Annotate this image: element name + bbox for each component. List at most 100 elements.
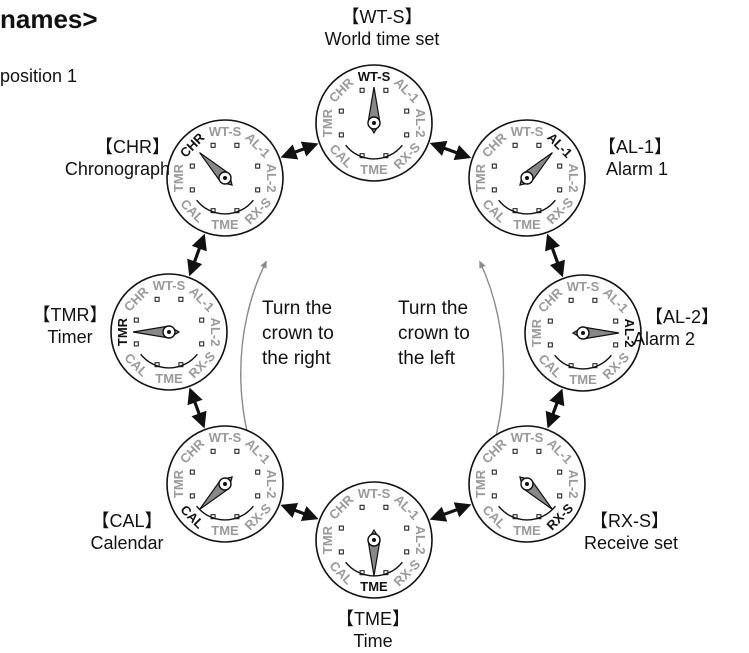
turn-left-line-3: the left bbox=[398, 348, 456, 369]
dial-code-tmr: TMR bbox=[171, 469, 186, 498]
dial-code-tme: TME bbox=[360, 579, 388, 594]
mode-code: 【WT-S】 bbox=[341, 7, 423, 27]
dial-marker bbox=[133, 341, 139, 347]
dial-marker bbox=[512, 142, 518, 148]
crown-position-note: position 1 bbox=[0, 66, 78, 86]
dial-hub-dot bbox=[525, 482, 529, 486]
dial-marker bbox=[189, 469, 195, 475]
dial-code-tme: TME bbox=[211, 523, 239, 538]
dial-marker bbox=[255, 469, 261, 475]
cycle-arrow-al-1-al-2 bbox=[545, 233, 565, 278]
dial-marker bbox=[338, 549, 344, 555]
mode-label-tme: 【TME】 Time bbox=[318, 608, 428, 652]
dial-marker bbox=[255, 163, 261, 169]
dial-marker bbox=[592, 297, 598, 303]
dial-marker bbox=[359, 87, 365, 93]
turn-right-line-2: crown to bbox=[262, 323, 334, 344]
dial-scale-arc bbox=[498, 199, 556, 215]
dial-code-wt-s: WT-S bbox=[153, 278, 186, 293]
dial-marker bbox=[404, 525, 410, 531]
dial-hub-dot bbox=[581, 331, 585, 335]
dial-code-tme: TME bbox=[513, 217, 541, 232]
dial-marker bbox=[189, 163, 195, 169]
dial-marker bbox=[359, 504, 365, 510]
mode-code: 【AL-2】 bbox=[645, 307, 720, 327]
dial-marker bbox=[536, 142, 542, 148]
dial-marker bbox=[568, 297, 574, 303]
dial-marker bbox=[547, 318, 553, 324]
mode-name: World time set bbox=[324, 29, 440, 49]
turn-right-line-1: Turn the bbox=[262, 298, 333, 319]
mode-name: Calendar bbox=[90, 533, 164, 553]
dial-scale-arc bbox=[345, 144, 403, 160]
dial-code-wt-s: WT-S bbox=[209, 430, 242, 445]
turn-right-caption: Turn the crown to the right bbox=[262, 296, 334, 371]
mode-name: Alarm 2 bbox=[633, 329, 696, 349]
dial-marker bbox=[547, 342, 553, 348]
dial-code-wt-s: WT-S bbox=[511, 124, 544, 139]
mode-code: 【RX-S】 bbox=[590, 511, 670, 531]
dial-hub-dot bbox=[372, 121, 376, 125]
dial-code-tme: TME bbox=[155, 371, 183, 386]
dial-marker bbox=[536, 448, 542, 454]
turn-left-caption: Turn the crown to the left bbox=[398, 296, 470, 371]
dial-code-al-2: AL-2 bbox=[413, 109, 428, 138]
dial-marker bbox=[491, 469, 497, 475]
mode-label-al-2: 【AL-2】 Alarm 2 bbox=[633, 306, 720, 350]
dial-code-tme: TME bbox=[569, 372, 597, 387]
dial-code-tme: TME bbox=[211, 217, 239, 232]
connection-arrows bbox=[187, 140, 565, 522]
dial-code-al-2: AL-2 bbox=[413, 526, 428, 555]
cycle-arrow-tmr-chr bbox=[187, 233, 207, 277]
cycle-arrow-al-2-rx-s bbox=[545, 388, 565, 429]
mode-name: Chronograph bbox=[64, 159, 170, 179]
dial-hub-dot bbox=[223, 176, 227, 180]
dial-hub-dot bbox=[223, 482, 227, 486]
dial-code-tmr: TMR bbox=[320, 525, 335, 554]
dial-marker bbox=[491, 187, 497, 193]
dial-code-wt-s: WT-S bbox=[358, 69, 391, 84]
dial-marker bbox=[255, 493, 261, 499]
mode-code: 【CHR】 bbox=[95, 137, 170, 157]
dial-marker bbox=[199, 341, 205, 347]
dial-code-tmr: TMR bbox=[171, 163, 186, 192]
dial-code-tmr: TMR bbox=[473, 163, 488, 192]
dial-scale-arc bbox=[140, 353, 198, 369]
dial-marker bbox=[133, 317, 139, 323]
dial-code-wt-s: WT-S bbox=[567, 279, 600, 294]
dial-code-al-2: AL-2 bbox=[566, 164, 581, 193]
cycle-arrow-chr-wt-s bbox=[280, 141, 319, 160]
dial-marker bbox=[557, 469, 563, 475]
dial-hub-dot bbox=[167, 330, 171, 334]
dial-marker bbox=[491, 493, 497, 499]
dial-code-tmr: TMR bbox=[529, 318, 544, 347]
dial-scale-arc bbox=[554, 354, 612, 370]
dial-marker bbox=[383, 504, 389, 510]
mode-code: 【CAL】 bbox=[91, 511, 163, 531]
dial-marker bbox=[404, 132, 410, 138]
dial-code-tme: TME bbox=[513, 523, 541, 538]
dial-marker bbox=[512, 448, 518, 454]
dial-marker bbox=[210, 448, 216, 454]
mode-label-tmr: 【TMR】 Timer bbox=[20, 304, 120, 348]
dial-marker bbox=[557, 493, 563, 499]
dial-marker bbox=[404, 108, 410, 114]
dial-marker bbox=[199, 317, 205, 323]
dial-code-al-2: AL-2 bbox=[208, 318, 223, 347]
dial-marker bbox=[189, 493, 195, 499]
cycle-arrow-tme-cal bbox=[280, 502, 319, 522]
mode-code: 【TMR】 bbox=[32, 305, 108, 325]
dial-marker bbox=[154, 296, 160, 302]
section-heading: names> bbox=[0, 4, 98, 34]
dial-code-tmr: TMR bbox=[115, 317, 130, 346]
dial-marker bbox=[338, 132, 344, 138]
mode-name: Receive set bbox=[584, 533, 679, 553]
dial-marker bbox=[557, 187, 563, 193]
dial-marker bbox=[557, 163, 563, 169]
mode-code: 【AL-1】 bbox=[598, 137, 673, 157]
dial-marker bbox=[178, 296, 184, 302]
